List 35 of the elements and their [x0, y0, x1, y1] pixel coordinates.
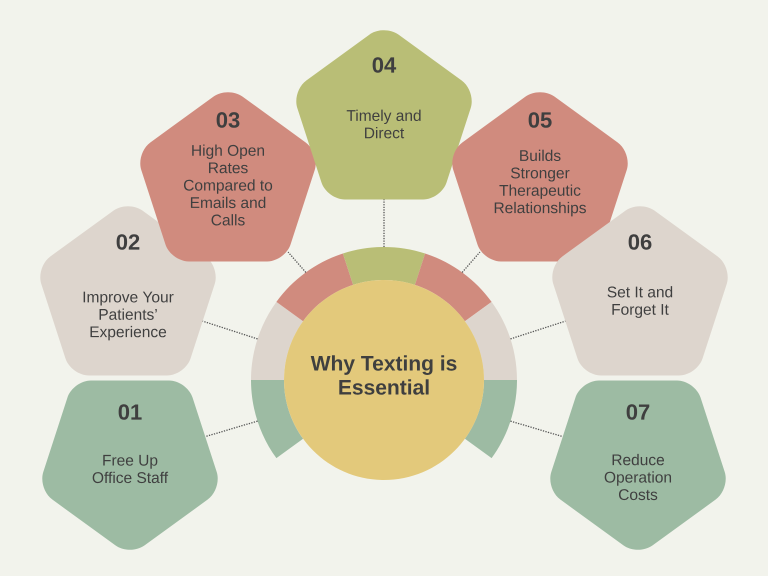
dotted-line — [205, 420, 258, 438]
step-number: 05 — [528, 112, 552, 128]
ring-segment — [276, 254, 354, 322]
step-text: Reduce Operation Costs — [604, 454, 672, 500]
ring-segment — [414, 254, 492, 322]
step-number: 02 — [116, 234, 140, 250]
ring-segment — [464, 380, 517, 458]
ring-segment — [342, 247, 426, 285]
pentagon — [140, 92, 316, 262]
step-text: Free Up Office Staff — [92, 454, 168, 484]
pentagon — [452, 92, 628, 262]
ring-segment — [251, 302, 304, 380]
step-number: 01 — [118, 404, 142, 420]
step-text: Set It and Forget It — [608, 286, 672, 318]
step-text: Builds Stronger Therapeutic Relationships — [494, 150, 586, 216]
center-title: Why Texting is Essential — [310, 355, 456, 395]
step-text: Improve Your Patients’ Experience — [84, 292, 174, 340]
step-number: 03 — [216, 112, 240, 128]
dotted-line — [383, 199, 385, 247]
dotted-line — [510, 320, 566, 340]
dotted-line — [288, 252, 306, 273]
step-text: Timely and Direct — [346, 110, 421, 138]
step-number: 04 — [372, 57, 396, 73]
dotted-line — [202, 320, 258, 340]
step-number: 07 — [626, 404, 650, 420]
pentagon — [42, 380, 218, 550]
center-circle — [284, 280, 484, 480]
step-text: High Open Rates Compared to Emails and Calls — [184, 144, 272, 226]
pentagon — [296, 30, 472, 200]
dotted-line — [510, 420, 563, 438]
dotted-line — [462, 252, 480, 273]
pentagon — [550, 380, 726, 550]
step-number: 06 — [628, 234, 652, 250]
ring-segment — [251, 380, 304, 458]
ring-segment — [464, 302, 517, 380]
